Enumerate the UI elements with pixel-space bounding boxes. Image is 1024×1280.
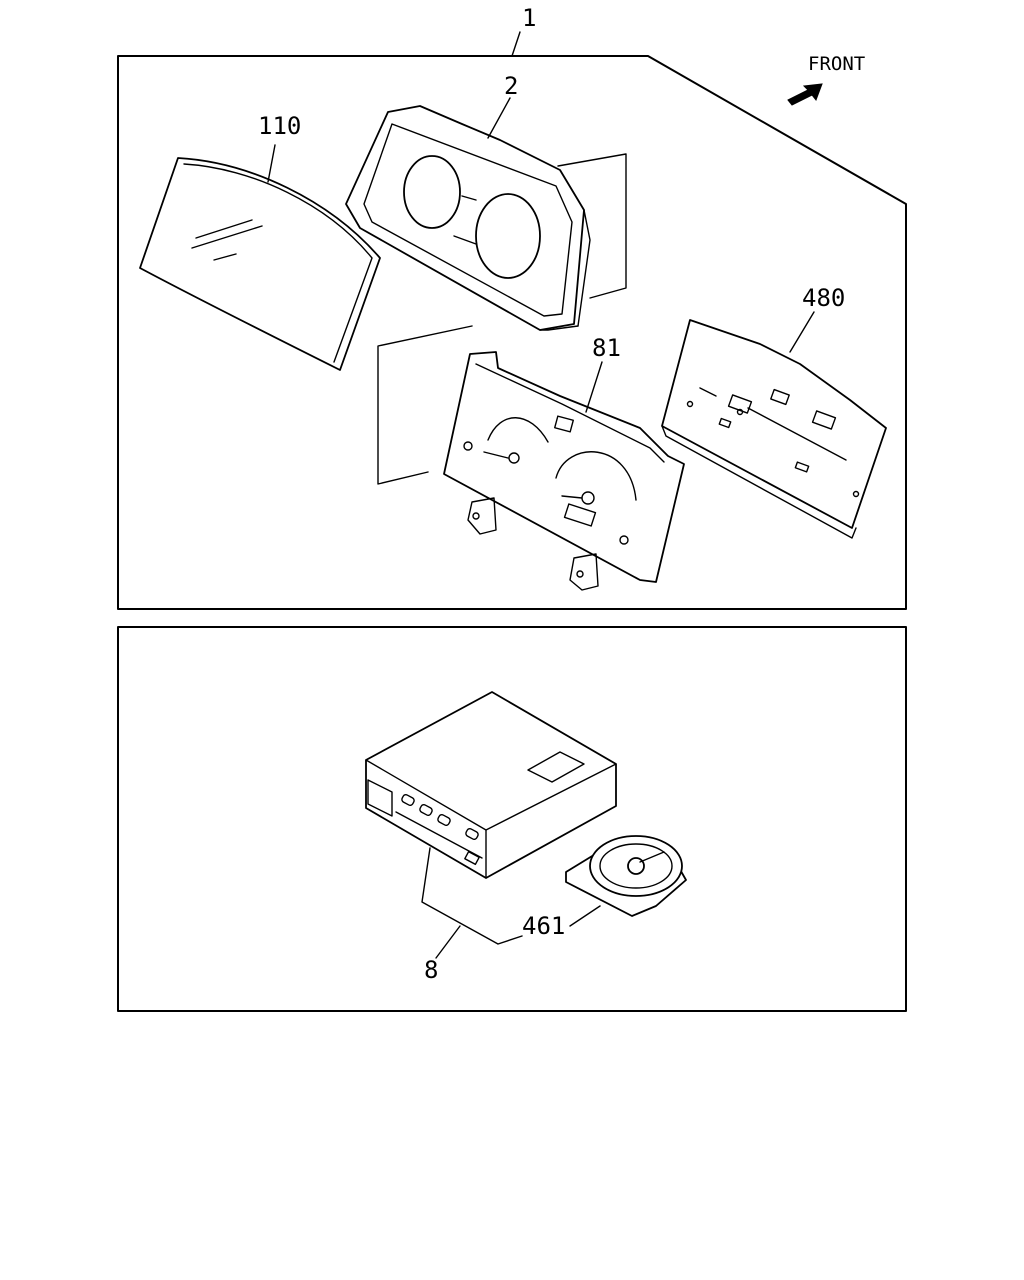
- bracket-dial-left: [377, 325, 473, 485]
- front-arrow-icon: [787, 83, 823, 106]
- callout-2: 2: [504, 72, 518, 100]
- leader-110: [267, 144, 276, 183]
- leader-8-461: [421, 847, 523, 945]
- callout-81: 81: [592, 334, 621, 362]
- instrument-cluster-panel: 1 FRONT 110 2: [117, 4, 907, 610]
- cluster-dial: [443, 351, 685, 591]
- lower-frame: [117, 626, 907, 1012]
- front-label: FRONT: [808, 53, 865, 75]
- leader-480: [789, 311, 815, 353]
- upper-frame: [117, 55, 907, 610]
- leader-2: [487, 97, 511, 139]
- callout-8: 8: [424, 956, 438, 984]
- cluster-circuit-board: [661, 319, 887, 539]
- leader-1: [511, 31, 521, 57]
- callout-480: 480: [802, 284, 845, 312]
- callout-110: 110: [258, 112, 301, 140]
- cluster-lens: [139, 157, 381, 371]
- audio-unit: [365, 691, 617, 879]
- audio-disc: [565, 835, 687, 917]
- leader-81: [585, 361, 603, 413]
- callout-1: 1: [522, 4, 536, 32]
- leader-461-disc: [569, 905, 601, 927]
- leader-8: [435, 925, 461, 959]
- bracket-bezel-right: [557, 153, 627, 299]
- cluster-bezel: [345, 105, 591, 331]
- audio-unit-panel: 461 8: [117, 626, 907, 1012]
- callout-461: 461: [522, 912, 565, 940]
